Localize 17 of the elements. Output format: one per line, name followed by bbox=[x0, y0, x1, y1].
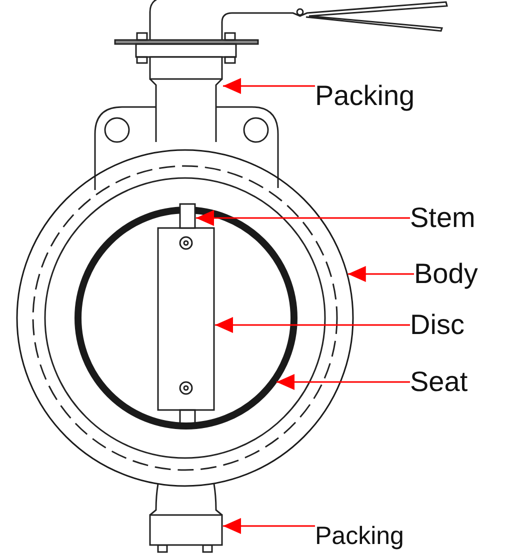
leader-arrow bbox=[196, 210, 410, 226]
packing-gland bbox=[149, 56, 223, 80]
leader-arrow bbox=[215, 317, 410, 333]
leader-arrow bbox=[223, 78, 315, 94]
part-label: Seat bbox=[410, 366, 468, 398]
part-label: Body bbox=[414, 258, 478, 290]
packing-gland bbox=[149, 514, 223, 546]
leader-arrow bbox=[348, 266, 414, 282]
part-label: Packing bbox=[315, 520, 404, 552]
leader-arrow bbox=[276, 374, 410, 390]
valve-body bbox=[16, 149, 354, 487]
valve-stem bbox=[179, 203, 196, 229]
part-label: Stem bbox=[410, 202, 476, 234]
part-label: Packing bbox=[315, 80, 415, 112]
valve-seat bbox=[74, 206, 298, 430]
part-label: Disc bbox=[410, 309, 464, 341]
leader-arrow bbox=[223, 518, 315, 534]
